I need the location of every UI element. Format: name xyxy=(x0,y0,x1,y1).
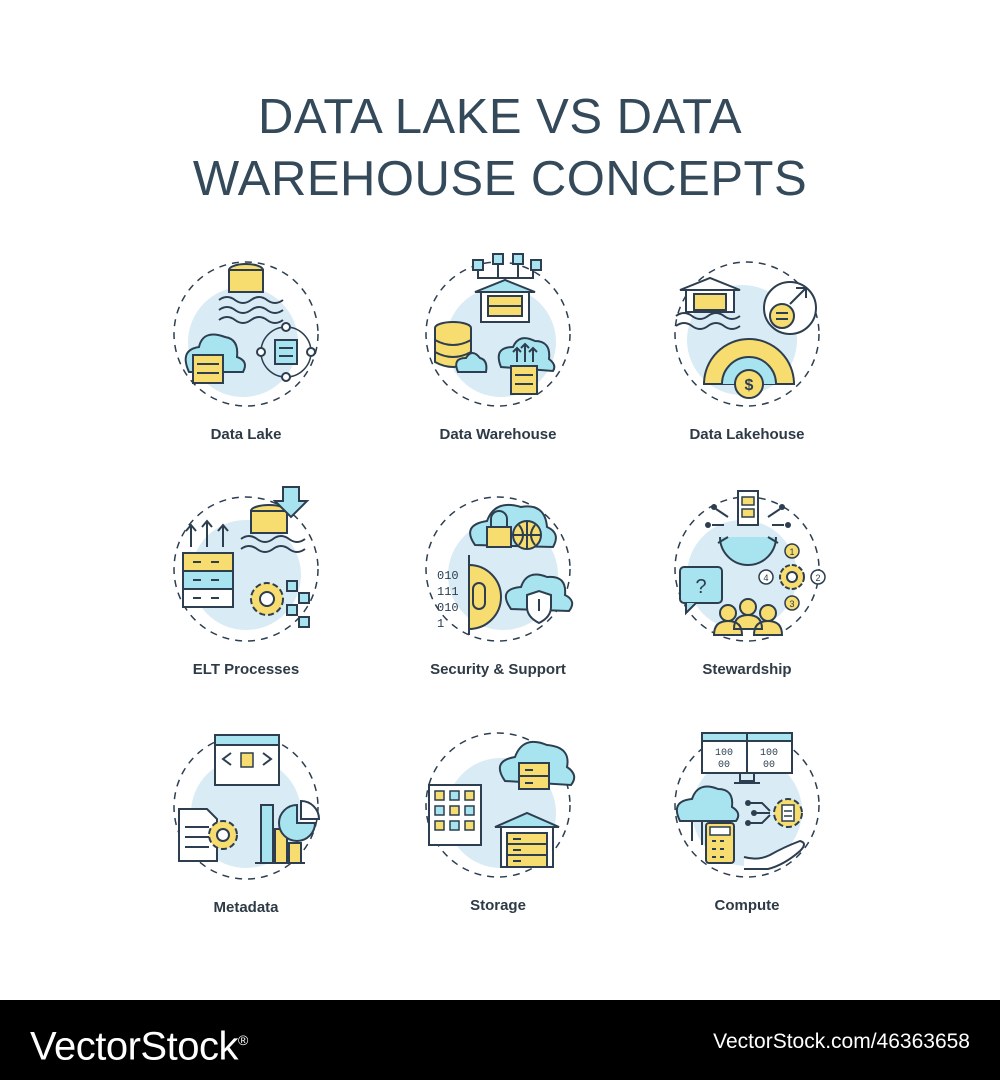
svg-text:?: ? xyxy=(695,576,706,598)
svg-text:2: 2 xyxy=(815,573,820,583)
brand-name: VectorStock xyxy=(30,1024,238,1069)
concept-stewardship: ? 1 2 3 4 Stewardship xyxy=(627,490,867,697)
registered-mark: ® xyxy=(237,1032,248,1048)
svg-text:100: 100 xyxy=(715,748,733,759)
concept-label: Security & Support xyxy=(430,661,566,678)
concept-label: Data Lake xyxy=(210,426,282,443)
svg-text:010: 010 xyxy=(437,601,459,615)
concept-storage: Storage xyxy=(378,732,618,933)
concept-data-lake: Data Lake xyxy=(126,261,366,462)
svg-text:3: 3 xyxy=(789,599,794,609)
data-lakehouse-icon: $ xyxy=(674,261,820,407)
concept-label: Data Warehouse xyxy=(439,426,557,443)
concept-label: Compute xyxy=(714,897,780,914)
svg-text:100: 100 xyxy=(760,748,778,759)
svg-text:111: 111 xyxy=(437,585,459,599)
page-title: DATA LAKE VS DATA WAREHOUSE CONCEPTS xyxy=(0,86,1000,210)
concept-metadata: Metadata xyxy=(126,734,366,935)
concept-security-support: 010 111 010 1 Security & Support xyxy=(378,496,618,697)
concept-label: Metadata xyxy=(213,899,279,916)
image-id: VectorStock.com/46363658 xyxy=(713,1030,970,1053)
footer-bar: VectorStock® VectorStock.com/46363658 xyxy=(0,1000,1000,1080)
svg-text:1: 1 xyxy=(437,617,444,631)
svg-text:00: 00 xyxy=(763,760,775,771)
concept-data-warehouse: Data Warehouse xyxy=(378,253,618,462)
stewardship-icon: ? 1 2 3 4 xyxy=(674,490,826,642)
title-line-2: WAREHOUSE CONCEPTS xyxy=(192,152,808,206)
concept-label: Storage xyxy=(470,897,526,914)
svg-text:00: 00 xyxy=(718,760,730,771)
concept-data-lakehouse: $ Data Lakehouse xyxy=(627,261,867,462)
svg-text:$: $ xyxy=(745,377,754,394)
elt-processes-icon xyxy=(173,486,319,642)
title-line-1: DATA LAKE VS DATA xyxy=(257,90,743,144)
concept-label: ELT Processes xyxy=(192,661,300,678)
vectorstock-logo: VectorStock® xyxy=(30,1018,248,1068)
concept-compute: 100 00 100 00 Compute xyxy=(627,732,867,933)
storage-icon xyxy=(425,732,576,878)
svg-text:010: 010 xyxy=(437,569,459,583)
svg-text:1: 1 xyxy=(789,547,794,557)
compute-icon: 100 00 100 00 xyxy=(674,732,820,878)
security-support-icon: 010 111 010 1 xyxy=(425,496,574,642)
concept-label: Data Lakehouse xyxy=(689,426,805,443)
data-lake-icon xyxy=(173,261,319,407)
icon-grid: Data Lake Data Warehouse xyxy=(126,253,867,935)
svg-text:4: 4 xyxy=(763,573,768,583)
concept-label: Stewardship xyxy=(702,661,792,678)
data-warehouse-icon xyxy=(425,253,571,407)
concept-elt-processes: ELT Processes xyxy=(126,486,366,697)
metadata-icon xyxy=(173,734,321,880)
